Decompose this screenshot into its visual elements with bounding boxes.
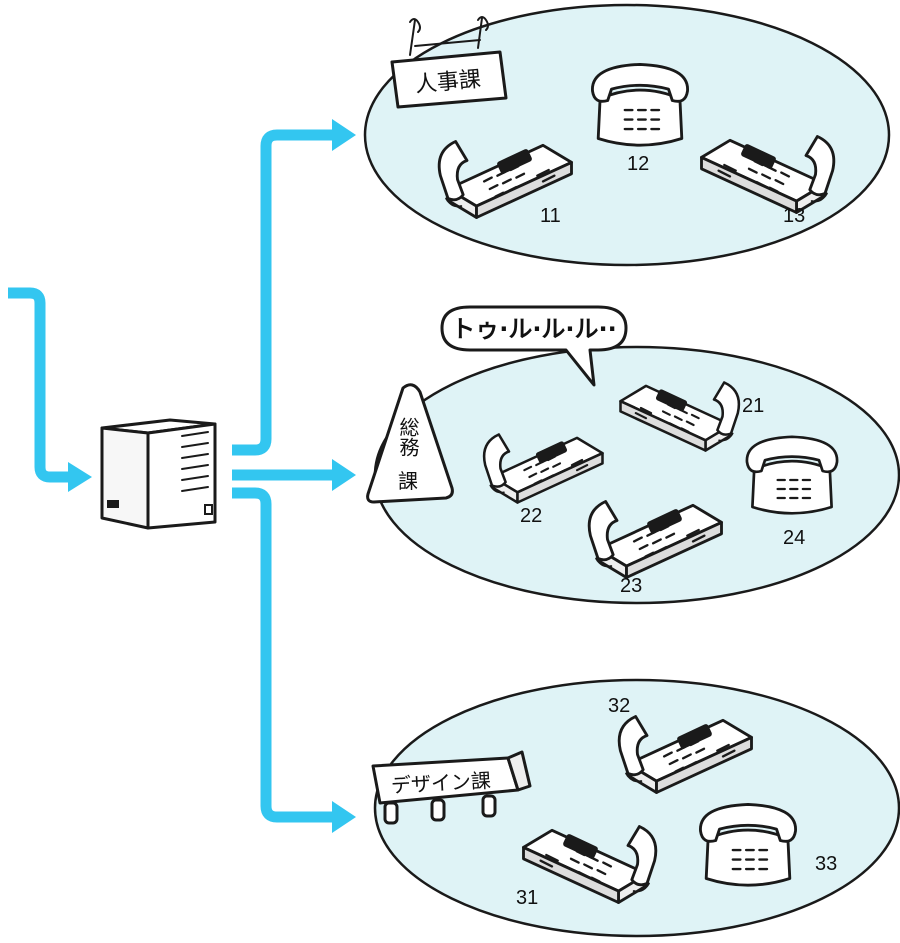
- ext-21: 21: [742, 395, 764, 417]
- pbx-unit-icon: [102, 420, 215, 528]
- ext-11: 11: [540, 205, 561, 227]
- dept-label-somu-2: 課: [398, 469, 418, 493]
- ext-12: 12: [627, 153, 649, 175]
- ext-22: 22: [520, 505, 542, 527]
- arrowhead-pbx: [68, 462, 92, 492]
- ext-33: 33: [815, 853, 837, 875]
- trunk-to-design: [232, 493, 335, 817]
- dept-label-somu: 総務: [396, 417, 420, 457]
- ext-23: 23: [620, 575, 642, 597]
- ringing-text: トゥ·ル·ル·ル··: [451, 315, 617, 343]
- arrowhead-design: [332, 801, 356, 833]
- incoming-line-arrow: [8, 293, 72, 477]
- trunk-to-jinji: [232, 135, 335, 450]
- ext-31: 31: [516, 887, 538, 909]
- phone-12-icon: [592, 64, 687, 145]
- arrowhead-somu: [332, 459, 356, 491]
- ext-32: 32: [608, 695, 630, 717]
- ext-24: 24: [783, 527, 805, 549]
- phone-33-icon: [700, 804, 795, 885]
- arrowhead-jinji: [332, 119, 356, 151]
- phone-24-icon: [747, 437, 837, 514]
- ext-13: 13: [783, 205, 805, 227]
